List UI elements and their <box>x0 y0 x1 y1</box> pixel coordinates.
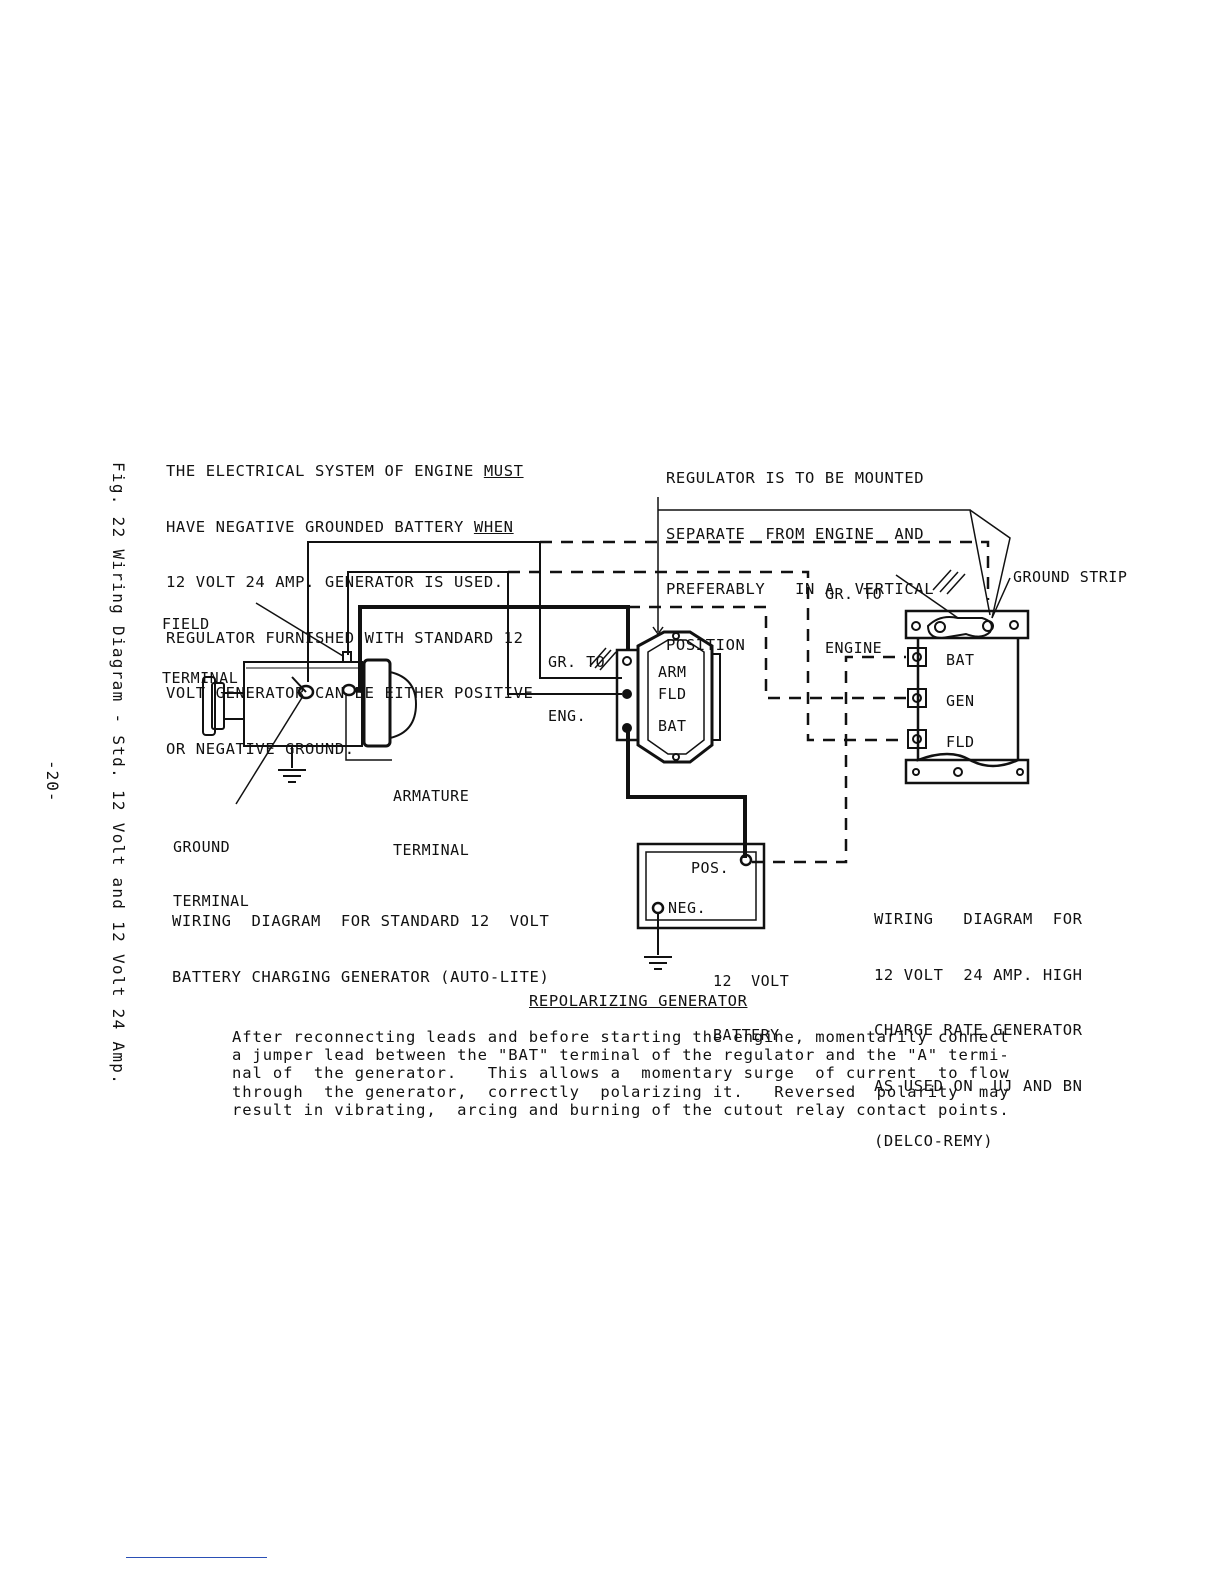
battery-neg-label: NEG. <box>668 899 707 917</box>
note-line-3: 12 VOLT 24 AMP. GENERATOR IS USED. <box>166 573 504 591</box>
negative-ground-note: THE ELECTRICAL SYSTEM OF ENGINE MUST HAV… <box>166 425 533 777</box>
mount-line-1: REGULATOR IS TO BE MOUNTED <box>666 469 925 487</box>
note-line-5: VOLT GENERATOR CAN BE EITHER POSITIVE <box>166 684 534 702</box>
repolarizing-heading: REPOLARIZING GENERATOR <box>529 992 748 1010</box>
note-line-1: THE ELECTRICAL SYSTEM OF ENGINE <box>166 462 484 480</box>
repolarizing-line-3: nal of the generator. This allows a mome… <box>232 1064 1010 1083</box>
note-must-emphasis: MUST <box>483 462 524 480</box>
repolarizing-line-4: through the generator, correctly polariz… <box>232 1082 1010 1101</box>
ground-terminal-label: GROUND TERMINAL <box>173 838 250 910</box>
field-terminal-label: FIELD TERMINAL <box>162 615 239 687</box>
figure-caption: Fig. 22 Wiring Diagram - Std. 12 Volt an… <box>104 462 144 1162</box>
hi-charge-diagram-caption: WIRING DIAGRAM FOR 12 VOLT 24 AMP. HIGH … <box>874 910 1083 1150</box>
page-number: -20- <box>43 760 62 803</box>
regulator-drawing <box>615 630 721 764</box>
note-when-emphasis: WHEN <box>473 517 514 536</box>
repolarizing-paragraph: After reconnecting leads and before star… <box>232 1028 1072 1119</box>
regulator-fld-label: FLD <box>658 685 687 703</box>
gr-to-engine-label: GR. TO ENGINE <box>825 585 883 657</box>
repolarizing-line-2: a jumper lead between the "BAT" terminal… <box>232 1046 1010 1065</box>
generator-ground-symbol <box>278 745 306 783</box>
note-line-2: HAVE NEGATIVE GROUNDED BATTERY <box>166 517 474 536</box>
regulator-mounting-note: REGULATOR IS TO BE MOUNTED SEPARATE FROM… <box>666 432 934 673</box>
standard-diagram-caption: WIRING DIAGRAM FOR STANDARD 12 VOLT BATT… <box>172 912 550 986</box>
battery-label: 12 VOLT BATTERY <box>713 972 790 1044</box>
mount-line-2: SEPARATE FROM ENGINE AND <box>666 524 925 543</box>
hi-charge-regulator-drawing <box>904 569 1030 785</box>
regulator-arm-label: ARM <box>658 663 687 681</box>
ground-strip-label: GROUND STRIP <box>1013 568 1128 586</box>
regulator-bat-label: BAT <box>658 717 687 735</box>
armature-terminal-label: ARMATURE TERMINAL <box>393 787 470 859</box>
hi-charge-gen-label: GEN <box>946 692 975 710</box>
mount-line-4: POSITION <box>666 635 746 654</box>
figure-caption-text: Fig. 22 Wiring Diagram - Std. 12 Volt an… <box>109 462 128 1086</box>
mount-line-3: PREFERABLY IN A VERTICAL <box>666 580 935 598</box>
hi-charge-bat-label: BAT <box>946 651 975 669</box>
note-line-4: REGULATOR FURNISHED WITH STANDARD 12 <box>166 628 524 647</box>
footer-rule <box>126 1557 267 1558</box>
hi-charge-wiring-dashed <box>508 540 990 864</box>
gr-to-eng-label: GR. TO ENG. <box>548 653 606 725</box>
battery-pos-label: POS. <box>691 859 730 877</box>
repolarizing-line-5: result in vibrating, arcing and burning … <box>232 1100 1010 1119</box>
battery-drawing <box>636 842 766 970</box>
repolarizing-line-1: After reconnecting leads and before star… <box>232 1028 1010 1046</box>
note-line-6: OR NEGATIVE GROUND. <box>166 739 355 758</box>
hi-charge-fld-label: FLD <box>946 733 975 751</box>
